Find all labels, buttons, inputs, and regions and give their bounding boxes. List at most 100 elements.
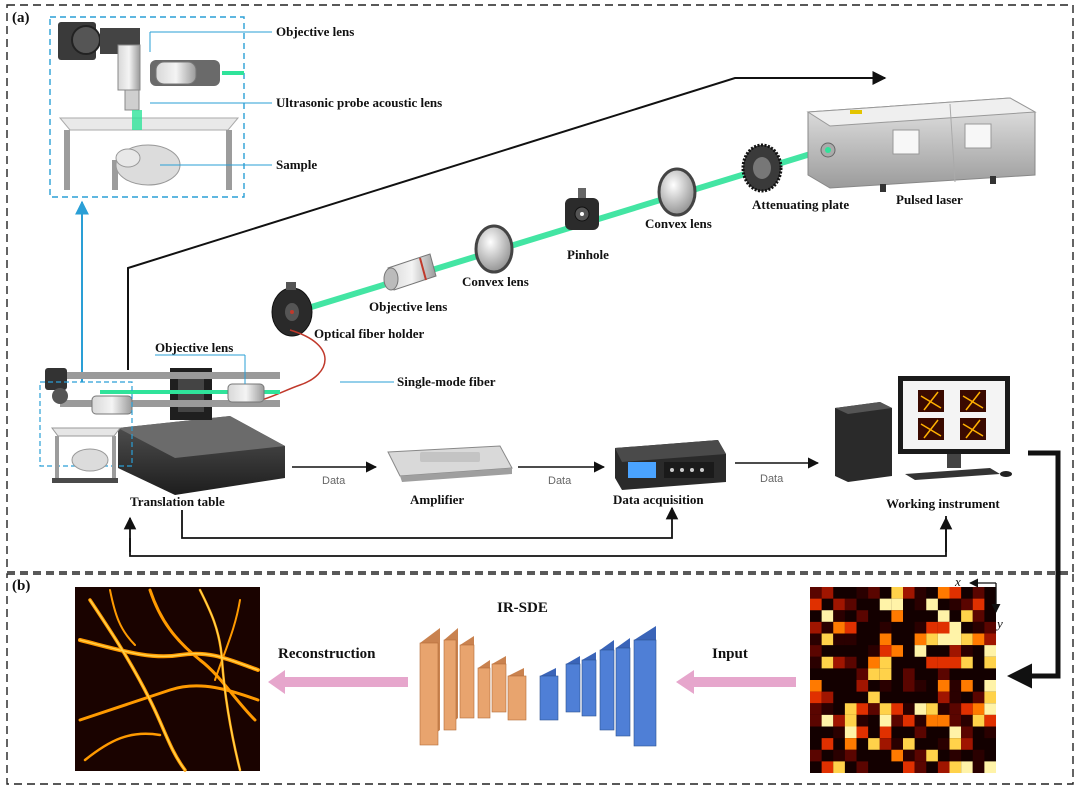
pixel-cell bbox=[810, 587, 822, 599]
pixel-cell bbox=[891, 703, 904, 715]
pixel-cell bbox=[972, 621, 985, 634]
pixel-cell bbox=[868, 703, 880, 715]
pixel-cell bbox=[810, 598, 822, 611]
pixel-cell bbox=[949, 691, 962, 704]
pixel-cell bbox=[833, 749, 845, 762]
pixel-cell bbox=[833, 726, 845, 739]
pixel-cell bbox=[891, 598, 904, 611]
pixel-cell bbox=[879, 714, 892, 727]
pixel-cell bbox=[903, 680, 915, 692]
pixel-cell bbox=[868, 656, 880, 669]
pixel-cell bbox=[914, 761, 927, 774]
attenuating-plate bbox=[741, 143, 783, 193]
pixel-cell bbox=[937, 656, 950, 669]
panel-a-label: (a) bbox=[12, 10, 30, 26]
input-label: Input bbox=[712, 646, 748, 662]
pixel-cell bbox=[937, 738, 950, 750]
pixel-cell bbox=[844, 703, 857, 715]
pixel-cell bbox=[891, 738, 904, 750]
pixel-cell bbox=[879, 680, 892, 692]
pixel-cell bbox=[984, 761, 997, 774]
output-to-input-arrow bbox=[1007, 450, 1061, 689]
single-mode-fiber-label: Single-mode fiber bbox=[397, 374, 496, 389]
data-acquisition-device bbox=[615, 440, 726, 490]
laser-trigger-line bbox=[127, 71, 887, 370]
objective-lens-beam-label: Objective lens bbox=[369, 299, 447, 314]
pixel-cell bbox=[833, 621, 845, 634]
pixel-cell bbox=[810, 714, 822, 727]
pixel-cell bbox=[972, 714, 985, 727]
data-acquisition-label: Data acquisition bbox=[613, 492, 704, 507]
pixel-cell bbox=[903, 668, 915, 681]
translation-table bbox=[45, 368, 285, 495]
pixel-cell bbox=[856, 703, 869, 715]
pixel-cell bbox=[961, 761, 973, 774]
reconstruction-label: Reconstruction bbox=[278, 646, 376, 662]
pixel-cell bbox=[903, 714, 915, 727]
pixel-cell bbox=[844, 714, 857, 727]
pixel-cell bbox=[972, 703, 985, 715]
pixel-cell bbox=[891, 645, 904, 657]
pixel-cell bbox=[868, 668, 880, 681]
pixel-cell bbox=[833, 761, 845, 774]
pixel-cell bbox=[972, 587, 985, 599]
inset-acoustic-label: Ultrasonic probe acoustic lens bbox=[276, 95, 442, 110]
pixel-cell bbox=[879, 598, 892, 611]
pixel-cell bbox=[914, 633, 927, 646]
pixel-cell bbox=[810, 691, 822, 704]
pixel-cell bbox=[961, 714, 973, 727]
pixel-cell bbox=[868, 738, 880, 750]
amplifier bbox=[387, 445, 513, 482]
pixel-cell bbox=[844, 738, 857, 750]
pixel-cell bbox=[856, 714, 869, 727]
pixel-cell bbox=[984, 621, 997, 634]
pixel-cell bbox=[949, 656, 962, 669]
pixel-cell bbox=[868, 645, 880, 657]
inset-sample-label: Sample bbox=[276, 157, 317, 172]
pixel-cell bbox=[891, 610, 904, 622]
attenuating-plate-label: Attenuating plate bbox=[752, 197, 849, 212]
laser-beam bbox=[294, 145, 831, 315]
pixel-cell bbox=[810, 656, 822, 669]
pixel-cell bbox=[914, 726, 927, 739]
pixel-cell bbox=[914, 714, 927, 727]
amplifier-label: Amplifier bbox=[410, 492, 464, 507]
pixel-cell bbox=[833, 656, 845, 669]
pixel-cell bbox=[972, 691, 985, 704]
pixel-cell bbox=[821, 738, 834, 750]
pixel-cell bbox=[949, 587, 962, 599]
pixel-cell bbox=[926, 656, 938, 669]
pixel-cell bbox=[949, 645, 962, 657]
convex-lens-right-label: Convex lens bbox=[645, 216, 712, 231]
pixel-cell bbox=[972, 633, 985, 646]
pixel-cell bbox=[833, 633, 845, 646]
pixel-cell bbox=[949, 726, 962, 739]
pixel-cell bbox=[856, 610, 869, 622]
pixel-cell bbox=[949, 680, 962, 692]
pixel-cell bbox=[926, 703, 938, 715]
pixel-cell bbox=[844, 749, 857, 762]
pixel-cell bbox=[903, 738, 915, 750]
pixel-cell bbox=[926, 633, 938, 646]
pixel-cell bbox=[949, 703, 962, 715]
objective-lens-beam bbox=[383, 253, 437, 291]
panel-b-frame bbox=[6, 573, 1074, 785]
pixel-cell bbox=[856, 587, 869, 599]
pixel-cell bbox=[984, 714, 997, 727]
pixel-cell bbox=[972, 598, 985, 611]
convex-lens-right bbox=[657, 167, 697, 217]
pixel-cell bbox=[984, 680, 997, 692]
inset-frame bbox=[49, 16, 245, 198]
pixel-cell bbox=[821, 633, 834, 646]
pixel-cell bbox=[949, 738, 962, 750]
pixel-cell bbox=[879, 621, 892, 634]
pixel-cell bbox=[949, 761, 962, 774]
pixel-cell bbox=[810, 703, 822, 715]
pixel-cell bbox=[914, 587, 927, 599]
pixel-cell bbox=[810, 680, 822, 692]
pixel-cell bbox=[949, 633, 962, 646]
reconstruction-image bbox=[75, 587, 260, 772]
pixel-cell bbox=[821, 703, 834, 715]
